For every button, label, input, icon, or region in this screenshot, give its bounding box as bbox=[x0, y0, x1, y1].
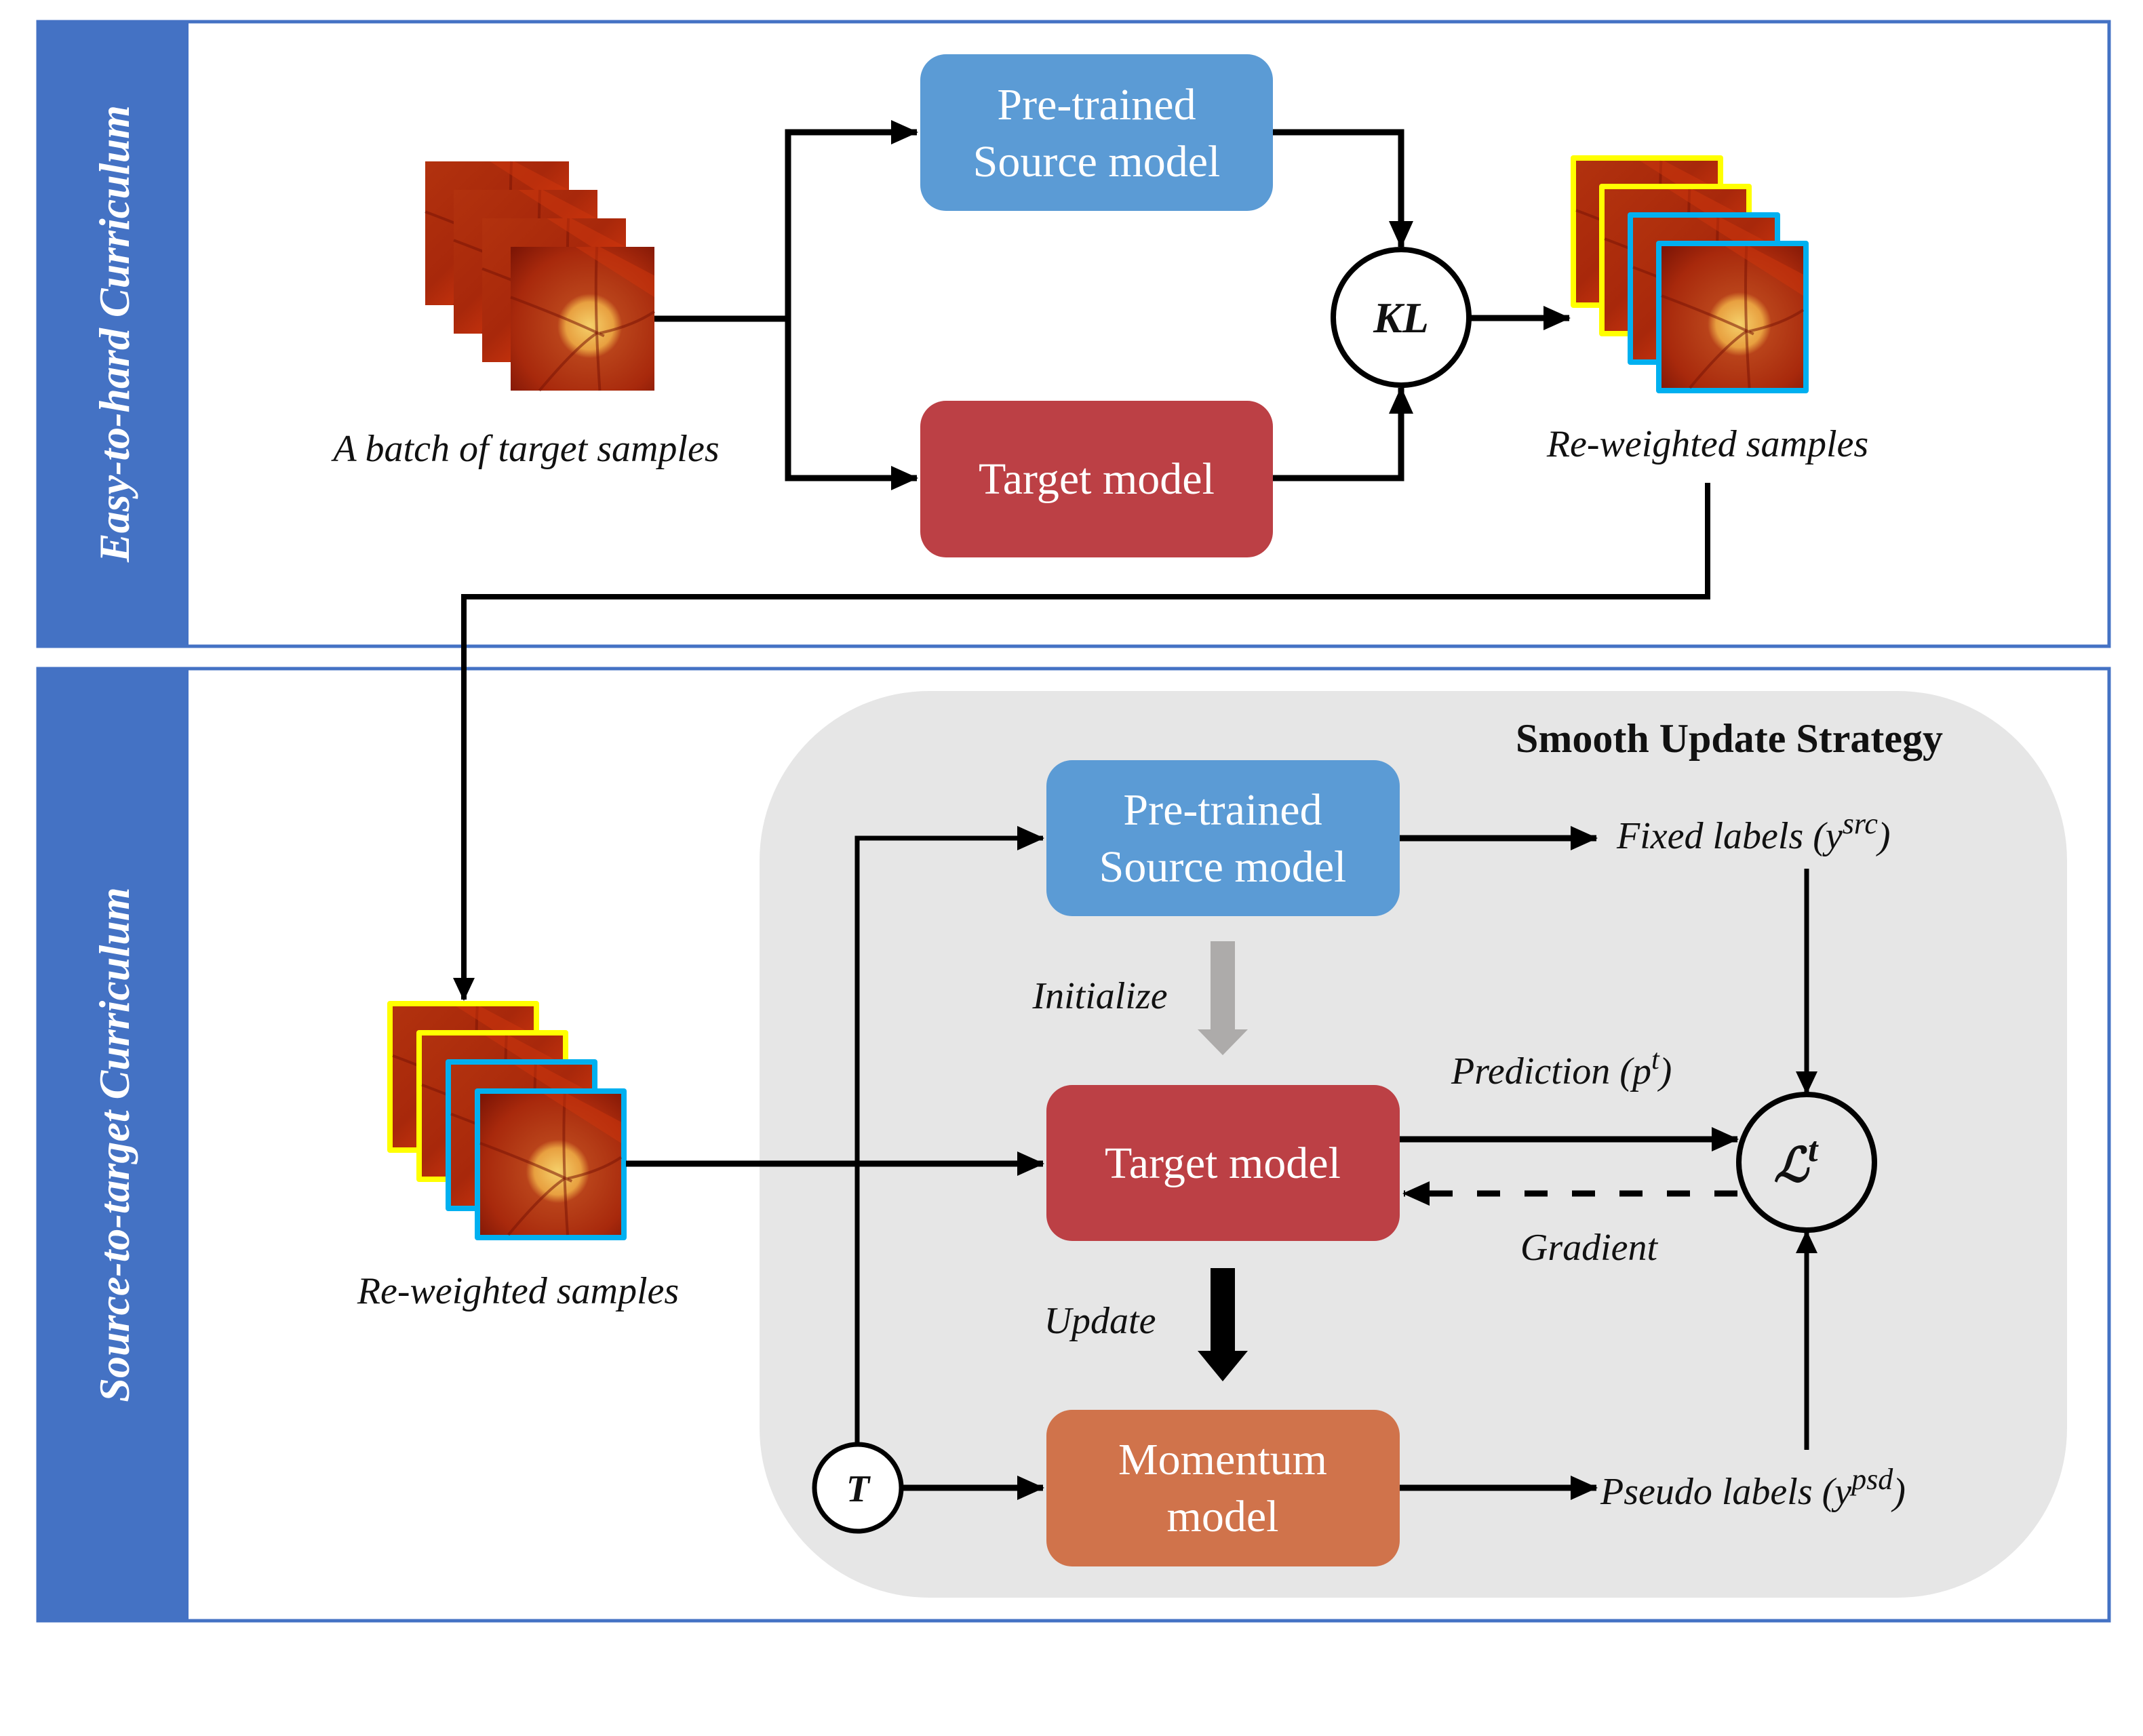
gradient-label: Gradient bbox=[1520, 1227, 1659, 1269]
svg-text:ℒt: ℒt bbox=[1774, 1130, 1819, 1192]
fundus-image-tile bbox=[1656, 241, 1809, 393]
panel-side-bar bbox=[38, 22, 189, 646]
loss-node: ℒt bbox=[1736, 1092, 1877, 1233]
svg-text:T: T bbox=[846, 1468, 871, 1510]
smooth-update-region: Smooth Update Strategy bbox=[760, 691, 2067, 1598]
svg-text:Target model: Target model bbox=[1105, 1139, 1341, 1188]
bottom-connectors bbox=[626, 826, 1817, 1500]
panel-side-label: Source-to-target Curriculum bbox=[90, 887, 138, 1402]
svg-text:Pre-trained: Pre-trained bbox=[1123, 785, 1322, 835]
svg-text:model: model bbox=[1167, 1492, 1279, 1541]
panel-side-bar bbox=[38, 669, 189, 1621]
source-model-box-top: Pre-trained Source model bbox=[920, 54, 1273, 211]
transform-node: T bbox=[812, 1442, 904, 1534]
reweighted-sample-batch-bottom bbox=[387, 1001, 627, 1240]
source-model-box-bottom: Pre-trained Source model bbox=[1046, 760, 1400, 916]
fundus-image-tile bbox=[510, 246, 656, 392]
svg-text:Source model: Source model bbox=[1099, 842, 1347, 892]
initialize-arrow bbox=[1198, 941, 1248, 1055]
reweighted-sample-batch-top bbox=[1571, 155, 1809, 393]
svg-text:KL: KL bbox=[1373, 294, 1429, 342]
svg-text:Momentum: Momentum bbox=[1118, 1435, 1327, 1484]
prediction-text: Prediction (pt) bbox=[1451, 1044, 1672, 1092]
reweighted-caption-top: Re-weighted samples bbox=[1546, 423, 1868, 465]
fixed-labels-text: Fixed labels (ysrc) bbox=[1616, 807, 1891, 857]
svg-text:Pre-trained: Pre-trained bbox=[997, 80, 1196, 130]
fundus-image-tile bbox=[475, 1088, 627, 1240]
target-sample-batch bbox=[425, 161, 656, 392]
svg-text:Target model: Target model bbox=[979, 454, 1215, 504]
region-title: Smooth Update Strategy bbox=[1516, 716, 1943, 761]
target-model-box-bottom: Target model bbox=[1046, 1085, 1400, 1241]
update-label: Update bbox=[1044, 1300, 1156, 1342]
target-model-box-top: Target model bbox=[920, 401, 1273, 557]
panel-side-label: Easy-to-hard Curriculum bbox=[90, 105, 138, 563]
kl-divergence-node: KL bbox=[1331, 247, 1472, 388]
pseudo-labels-text: Pseudo labels (ypsd) bbox=[1600, 1463, 1906, 1513]
initialize-label: Initialize bbox=[1031, 975, 1167, 1017]
reweighted-caption-bottom: Re-weighted samples bbox=[357, 1270, 679, 1312]
input-batch-caption: A batch of target samples bbox=[330, 428, 719, 470]
svg-text:Source model: Source model bbox=[973, 137, 1221, 186]
update-arrow bbox=[1198, 1268, 1248, 1381]
momentum-model-box: Momentum model bbox=[1046, 1410, 1400, 1566]
